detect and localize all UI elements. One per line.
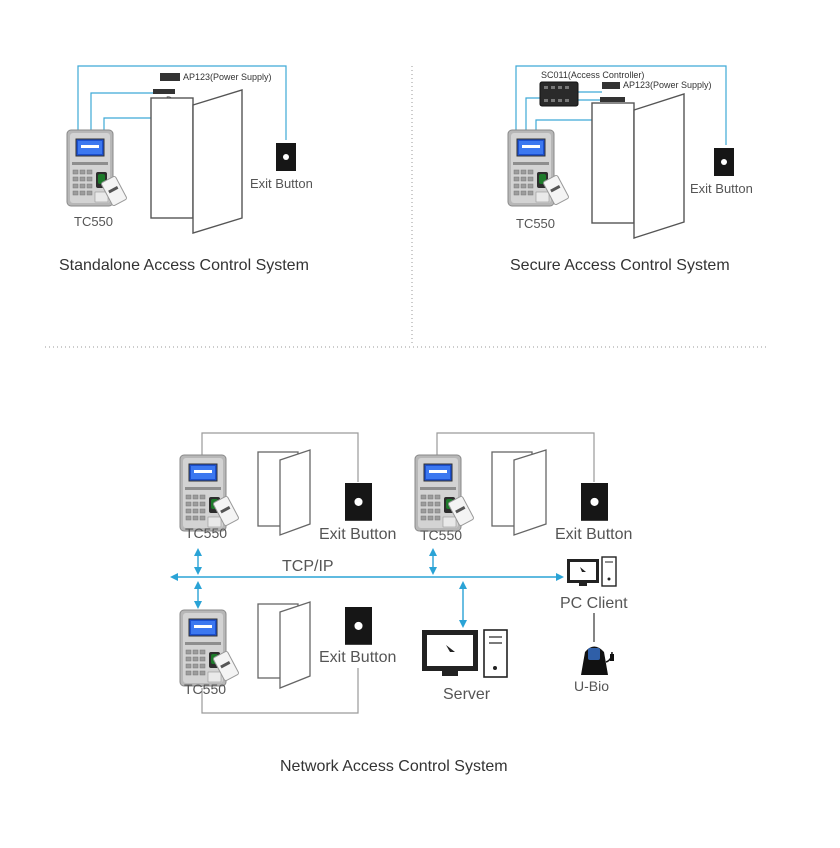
u-bio-icon	[581, 646, 614, 675]
door-lock-icon	[600, 97, 625, 102]
pc-client-label: PC Client	[560, 595, 628, 612]
standalone-system: AP123(Power Supply) DoorLock DoorSensor …	[59, 65, 313, 274]
door-leaf	[279, 601, 311, 689]
caption-secure: Secure Access Control System	[510, 257, 730, 274]
exit-button-icon	[345, 607, 372, 645]
pc-client-icon	[567, 556, 617, 587]
secure-system: SC011(Access Controller) AP123(Power Sup…	[507, 65, 753, 274]
exit-button-label: Exit Button	[690, 181, 753, 196]
door-frame	[150, 97, 194, 219]
server-label: Server	[443, 686, 491, 703]
door-leaf	[192, 89, 243, 234]
network-system: TC550 Exit Button TC550 Exit Button TCP/…	[170, 432, 632, 775]
power-supply-label: AP123(Power Supply)	[623, 80, 712, 90]
caption-standalone: Standalone Access Control System	[59, 257, 309, 274]
power-supply-icon	[160, 73, 180, 81]
tc550-device-icon	[507, 129, 555, 207]
tcpip-label: TCP/IP	[282, 558, 334, 575]
access-controller-icon	[539, 81, 579, 107]
exit-button-label: Exit Button	[319, 649, 396, 666]
controller-label: SC011(Access Controller)	[541, 70, 644, 80]
door-leaf	[513, 449, 547, 536]
exit-button-label: Exit Button	[250, 176, 313, 191]
tc550-device-icon	[414, 454, 462, 532]
device-label: TC550	[74, 214, 113, 229]
power-supply-icon	[602, 82, 620, 89]
caption-network: Network Access Control System	[280, 758, 508, 775]
exit-button-label: Exit Button	[319, 526, 396, 543]
exit-button-icon	[714, 148, 734, 176]
door-leaf	[633, 93, 685, 239]
tc550-device-icon	[179, 454, 227, 532]
u-bio-label: U-Bio	[574, 678, 609, 694]
device-label: TC550	[516, 216, 555, 231]
door-lock-icon	[153, 89, 175, 94]
exit-button-icon	[345, 483, 372, 521]
server-icon	[422, 629, 508, 678]
door-leaf	[279, 449, 311, 536]
device-label: TC550	[184, 681, 226, 697]
door-frame	[591, 102, 635, 224]
device-label: TC550	[185, 525, 227, 541]
power-supply-label: AP123(Power Supply)	[183, 72, 272, 82]
device-label: TC550	[420, 527, 462, 543]
tc550-device-icon	[66, 129, 114, 207]
exit-button-icon	[581, 483, 608, 521]
exit-button-icon	[276, 143, 296, 171]
tc550-device-icon	[179, 609, 227, 687]
exit-button-label: Exit Button	[555, 526, 632, 543]
